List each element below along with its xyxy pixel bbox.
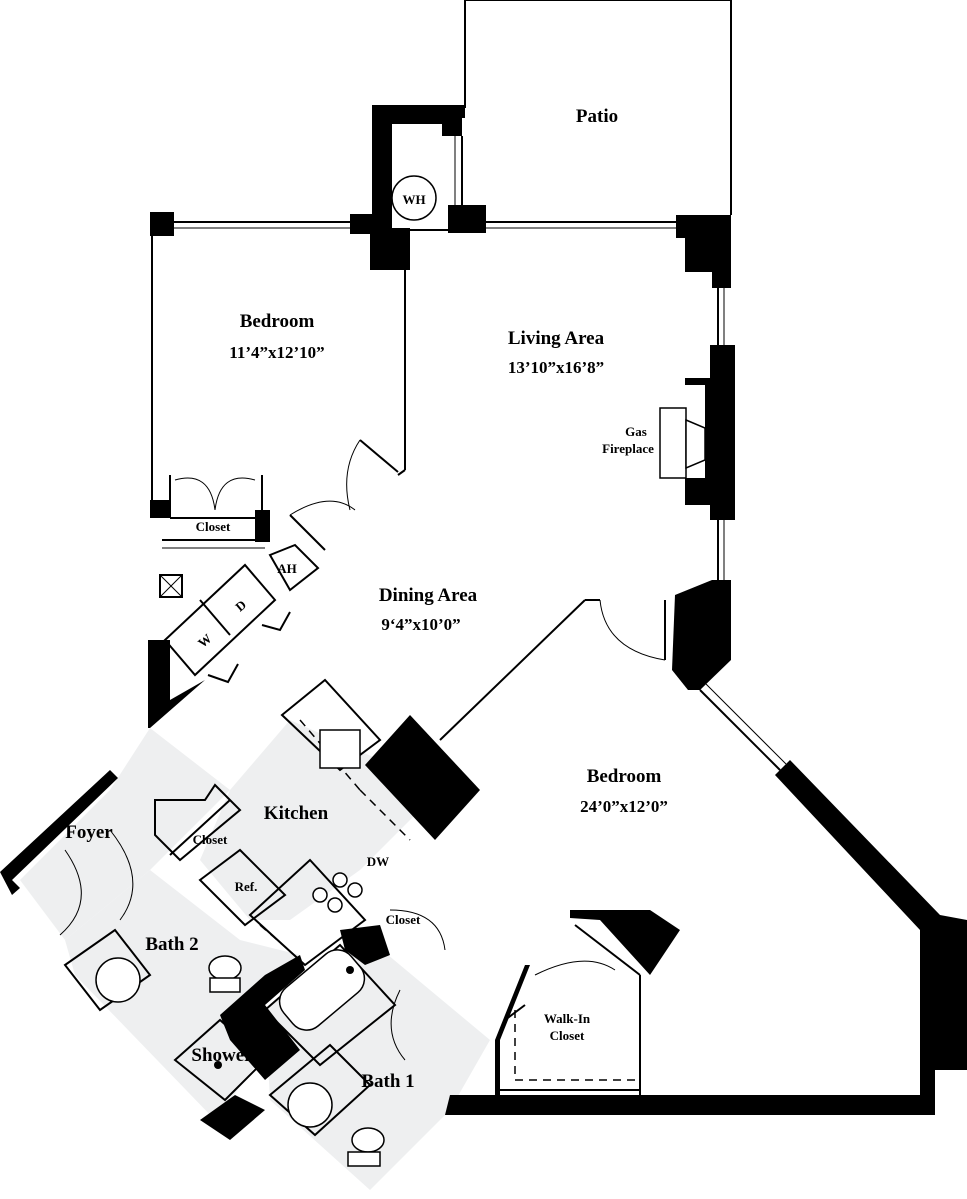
bathtub [278,949,366,1031]
doors [59,439,666,1061]
living-area-dims: 13’10”x16’8” [508,358,604,377]
shower-label: Shower [191,1045,253,1066]
entry-arrows [207,611,291,684]
bath-closet-label: Closet [386,912,421,927]
wh-label: WH [402,192,425,207]
bath1-label: Bath 1 [361,1071,414,1092]
fireplace-label-line2: Fireplace [602,441,654,456]
bath2-toilet [208,955,242,981]
foyer-floor [20,728,230,940]
labels: Patio Bedroom 11’4”x12’10” Living Area 1… [65,106,668,1092]
kitchen-sink [319,729,361,769]
bath1-toilet [351,1127,385,1153]
fireplace-hearth [659,407,687,479]
bath2-sink [95,957,141,1003]
refrigerator-label: Ref. [235,879,258,894]
bedroom-closet-label: Closet [196,519,231,534]
bedroom-a-label: Bedroom [240,311,315,332]
thin-walls [63,136,787,1137]
foyer-label: Foyer [65,822,113,843]
water-heater-symbol [391,175,437,221]
patio-label: Patio [576,106,618,127]
dining-area-dims: 9‘4”x10’0” [381,615,460,634]
bath2-label: Bath 2 [145,934,198,955]
dishwasher-label: DW [367,854,389,869]
dining-area-label: Dining Area [379,585,478,606]
ah-label: AH [277,561,297,576]
bath2-floor [65,870,300,1120]
kitchen-label: Kitchen [264,803,329,824]
dryer-label: D [232,597,249,615]
fireplace-label-line1: Gas [625,424,647,439]
fixtures [95,175,706,1167]
bedroom-b-label: Bedroom [587,766,662,787]
bath1-sink [287,1082,333,1128]
walkin-closet-label-line1: Walk-In [544,1011,591,1026]
bedroom-b-dims: 24’0”x12’0” [580,797,668,816]
walls [0,105,967,1140]
patio [464,0,732,215]
bedroom-a-dims: 11’4”x12’10” [229,343,324,362]
living-area-label: Living Area [508,328,605,349]
foyer-closet-label: Closet [193,832,228,847]
washer-label: W [195,631,215,651]
walkin-closet-label-line2: Closet [550,1028,585,1043]
